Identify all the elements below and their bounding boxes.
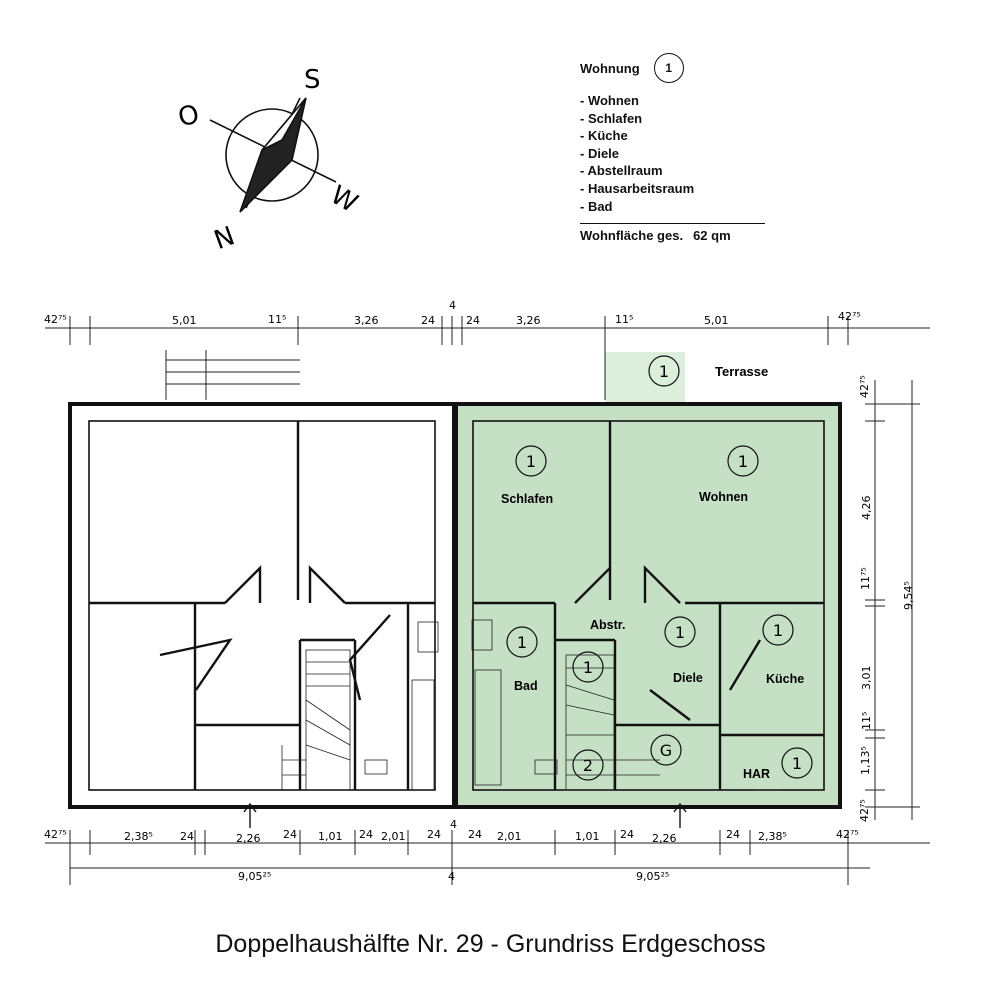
- dim-bottom-3: 2,26: [236, 832, 261, 845]
- compass-west-label: W: [325, 180, 362, 219]
- room-label-diele: Diele: [673, 671, 703, 685]
- top-dimension-line: [45, 316, 930, 400]
- room-list-item: - Hausarbeitsraum: [580, 180, 695, 196]
- compass-east-label: O: [175, 99, 203, 133]
- compass-south-label: S: [304, 65, 321, 95]
- circle-terrasse: 1: [659, 362, 669, 381]
- dim-bottom-16: 2,38⁵: [758, 830, 787, 843]
- dim-right-5: 1,13⁵: [859, 746, 872, 775]
- entry-arrows: [243, 802, 687, 828]
- circle-diele: 1: [675, 623, 685, 642]
- circle-kueche: 1: [773, 621, 783, 640]
- legend-title: Wohnung: [580, 60, 640, 76]
- dim-bottom-4: 24: [283, 828, 297, 841]
- dim-right-2: 11⁷⁵: [859, 567, 872, 590]
- dim-bottom-5: 1,01: [318, 830, 343, 843]
- dim-bottom-7: 2,01: [381, 830, 406, 843]
- dim-top-1: 5,01: [172, 314, 197, 327]
- circle-wohnen: 1: [738, 452, 748, 471]
- dim-bottom-total-left: 9,05²⁵: [238, 870, 271, 883]
- legend-divider: [580, 223, 765, 225]
- outer-walls: [68, 402, 842, 809]
- dim-bottom-9: 4: [450, 818, 457, 831]
- legend-header: Wohnung 1: [580, 52, 780, 84]
- bottom-dimension-line: [45, 830, 930, 885]
- left-terrace-steps: [165, 350, 300, 400]
- room-list-item: - Bad: [580, 198, 613, 214]
- dim-top-5: 4: [449, 299, 456, 312]
- dim-bottom-6: 24: [359, 828, 373, 841]
- dim-right-4: 11⁵: [860, 712, 873, 730]
- room-list-item: - Küche: [580, 128, 628, 144]
- room-list-item: - Abstellraum: [580, 163, 663, 179]
- dim-top-9: 5,01: [704, 314, 729, 327]
- room-label-terrasse: Terrasse: [715, 364, 768, 379]
- room-label-wohnen: Wohnen: [699, 490, 748, 504]
- room-label-abstr: Abstr.: [590, 618, 625, 632]
- dim-top-4: 24: [421, 314, 435, 327]
- dim-bottom-14: 2,26: [652, 832, 677, 845]
- plan-caption: Doppelhaushälfte Nr. 29 - Grundriss Erdg…: [215, 930, 766, 958]
- right-dimension-line: [865, 380, 920, 820]
- total-value: 62 qm: [693, 228, 731, 244]
- room-label-har: HAR: [743, 767, 770, 781]
- compass-rose: [209, 97, 337, 213]
- apartment-legend: Wohnung 1 - Wohnen - Schlafen - Küche - …: [580, 52, 780, 243]
- circle-bad: 1: [517, 633, 527, 652]
- room-label-schlafen: Schlafen: [501, 492, 553, 506]
- dim-bottom-11: 2,01: [497, 830, 522, 843]
- dim-bottom-12: 1,01: [575, 830, 600, 843]
- dim-bottom-total-gap: 4: [448, 870, 455, 883]
- compass-north-label: N: [210, 221, 239, 256]
- dim-top-0: 42⁷⁵: [44, 313, 67, 326]
- dim-right-6: 42⁷⁵: [858, 799, 871, 822]
- dim-top-8: 11⁵: [615, 313, 633, 326]
- dim-right-0: 42⁷⁵: [858, 375, 871, 398]
- living-area-total: Wohnfläche ges. 62 qm: [580, 228, 780, 243]
- dim-right-3: 3,01: [860, 666, 873, 691]
- room-label-bad: Bad: [514, 679, 538, 693]
- dim-bottom-15: 24: [726, 828, 740, 841]
- right-stairs: [471, 619, 780, 791]
- circle-abstr: 1: [583, 658, 593, 677]
- room-list-item: - Schlafen: [580, 110, 643, 126]
- dim-bottom-1: 2,38⁵: [124, 830, 153, 843]
- circle-stair: 2: [583, 756, 593, 775]
- room-list-item: - Diele: [580, 145, 620, 161]
- room-label-kueche: Küche: [766, 672, 804, 686]
- circle-har: 1: [792, 754, 802, 773]
- dim-bottom-17: 42⁷⁵: [836, 828, 859, 841]
- room-list: - Wohnen - Schlafen - Küche - Diele - Ab…: [580, 92, 780, 215]
- dim-bottom-13: 24: [620, 828, 634, 841]
- dim-top-6: 24: [466, 314, 480, 327]
- total-label: Wohnfläche ges.: [580, 228, 684, 244]
- left-interior-walls: [89, 421, 435, 790]
- left-stairs: [281, 621, 439, 791]
- room-circles: [506, 355, 813, 781]
- circle-schlafen: 1: [526, 452, 536, 471]
- room-list-item: - Wohnen: [580, 93, 639, 108]
- dim-top-3: 3,26: [354, 314, 379, 327]
- right-interior-walls: [473, 421, 824, 790]
- dim-bottom-2: 24: [180, 830, 194, 843]
- dim-right-1: 4,26: [860, 496, 873, 521]
- terrace-highlight: [605, 352, 685, 404]
- circle-g: G: [660, 741, 672, 760]
- dim-right-total: 9,54⁵: [902, 581, 915, 610]
- dim-bottom-10: 24: [468, 828, 482, 841]
- dim-top-2: 11⁵: [268, 313, 286, 326]
- dim-bottom-0: 42⁷⁵: [44, 828, 67, 841]
- apartment-number-badge: 1: [653, 53, 684, 83]
- apartment-highlight: [456, 404, 840, 807]
- dim-bottom-8: 24: [427, 828, 441, 841]
- dim-bottom-total-right: 9,05²⁵: [636, 870, 669, 883]
- dim-top-10: 42⁷⁵: [838, 310, 861, 323]
- dim-top-7: 3,26: [516, 314, 541, 327]
